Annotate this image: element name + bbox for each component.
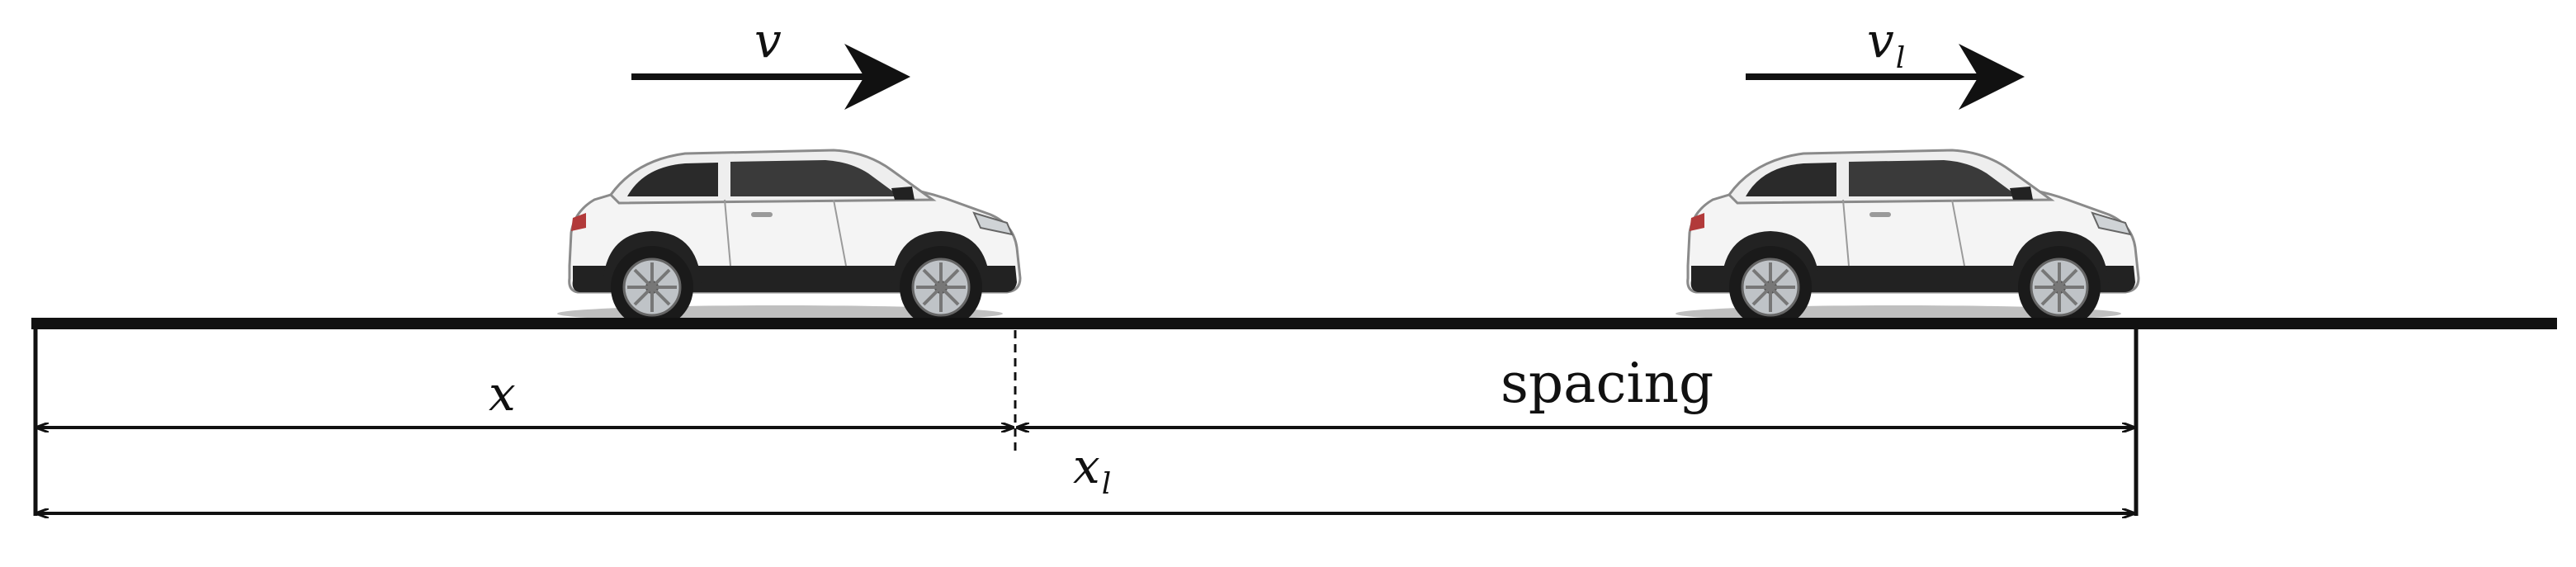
spacing-label: spacing bbox=[1501, 357, 1713, 411]
leader-speed-subscript: l bbox=[1895, 40, 1906, 75]
leader-speed-label: vl bbox=[1867, 17, 1905, 73]
leader-position-subscript: l bbox=[1101, 466, 1112, 501]
leader-position-symbol: x bbox=[1073, 438, 1100, 494]
leader-position-label: xl bbox=[1073, 442, 1111, 498]
follower-speed-symbol: v bbox=[754, 12, 782, 69]
follower-position-label: x bbox=[489, 370, 516, 418]
leader-speed-symbol: v bbox=[1867, 12, 1894, 69]
spacing-text: spacing bbox=[1501, 352, 1714, 415]
follower-speed-label: v bbox=[754, 17, 782, 64]
leader-car-icon bbox=[1674, 149, 2140, 330]
follower-position-symbol: x bbox=[489, 366, 516, 422]
follower-car-icon bbox=[555, 149, 1022, 330]
